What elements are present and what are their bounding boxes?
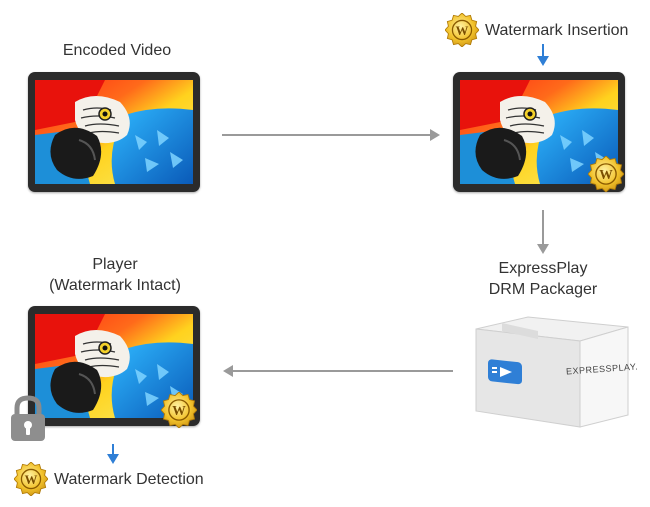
arrow-left-line [231, 370, 453, 372]
encoded-video-frame [28, 72, 200, 192]
lock-icon [11, 395, 45, 441]
seal-letter: W [599, 167, 613, 182]
player-label-line1: Player [92, 256, 138, 273]
watermark-insertion-label: Watermark Insertion [485, 22, 629, 39]
seal-letter: W [172, 403, 186, 418]
watermark-seal-icon: W [588, 156, 624, 192]
arrow-down-icon [537, 44, 549, 66]
arrow-down-icon [537, 210, 549, 254]
encoded-video-label: Encoded Video [62, 42, 172, 59]
arrow-left-icon [223, 365, 233, 377]
parrot-image [35, 80, 193, 184]
drm-packager-label-line1: ExpressPlay [498, 260, 588, 277]
seal-letter: W [25, 473, 38, 487]
drm-packager-label-line2: DRM Packager [488, 281, 598, 298]
arrow-right-icon [222, 134, 434, 136]
watermark-seal-icon: W [161, 392, 197, 428]
arrow-down-icon [107, 444, 119, 464]
player-label-line2: (Watermark Intact) [49, 277, 181, 294]
drm-box-illustration [475, 316, 629, 428]
watermark-seal-icon: W [445, 13, 479, 47]
arrow-right-head-icon [430, 129, 440, 141]
watermark-seal-icon: W [14, 462, 48, 496]
expressplay-logo-icon [488, 359, 522, 385]
watermark-detection-label: Watermark Detection [54, 471, 204, 488]
seal-letter: W [456, 24, 469, 38]
